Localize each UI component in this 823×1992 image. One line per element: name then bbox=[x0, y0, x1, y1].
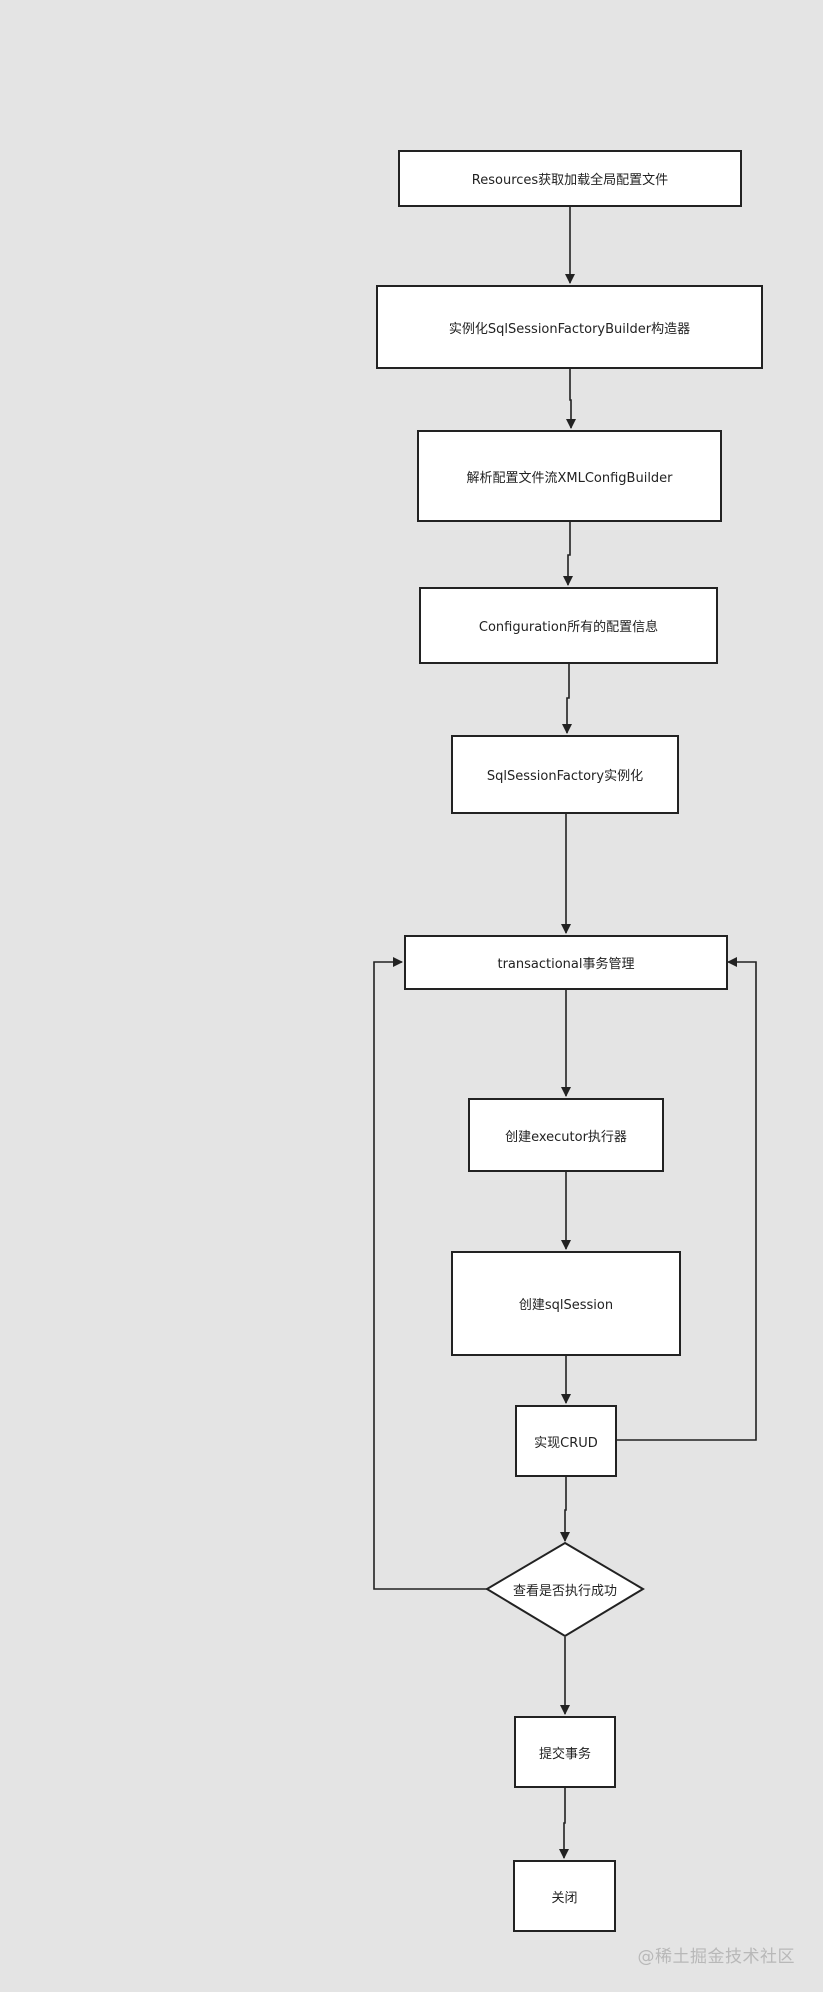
decision-check-label: 查看是否执行成功 bbox=[512, 1583, 617, 1599]
edge-builder-to-parse bbox=[566, 368, 576, 429]
node-commit: 提交事务 bbox=[514, 1716, 616, 1788]
watermark: @稀土掘金技术社区 bbox=[637, 1947, 795, 1967]
node-executor: 创建executor执行器 bbox=[468, 1098, 664, 1172]
node-transaction: transactional事务管理 bbox=[404, 935, 728, 990]
edge-parse-to-configuration bbox=[563, 521, 573, 586]
edge-crud-to-check bbox=[560, 1475, 570, 1542]
decision-diamond bbox=[485, 1541, 645, 1638]
node-builder: 实例化SqlSessionFactoryBuilder构造器 bbox=[376, 285, 763, 369]
edge-commit-to-close bbox=[559, 1787, 569, 1859]
node-configuration: Configuration所有的配置信息 bbox=[419, 587, 718, 664]
edge-configuration-to-factory bbox=[562, 664, 572, 734]
node-session: 创建sqlSession bbox=[451, 1251, 681, 1356]
node-crud: 实现CRUD bbox=[515, 1405, 617, 1477]
edge-check-loop-to-transaction bbox=[373, 957, 488, 1590]
node-close: 关闭 bbox=[513, 1860, 616, 1932]
node-parse: 解析配置文件流XMLConfigBuilder bbox=[417, 430, 722, 522]
edge-crud-loop-to-transaction bbox=[616, 957, 757, 1441]
node-load-config: Resources获取加载全局配置文件 bbox=[398, 150, 742, 207]
node-factory: SqlSessionFactory实例化 bbox=[451, 735, 679, 814]
